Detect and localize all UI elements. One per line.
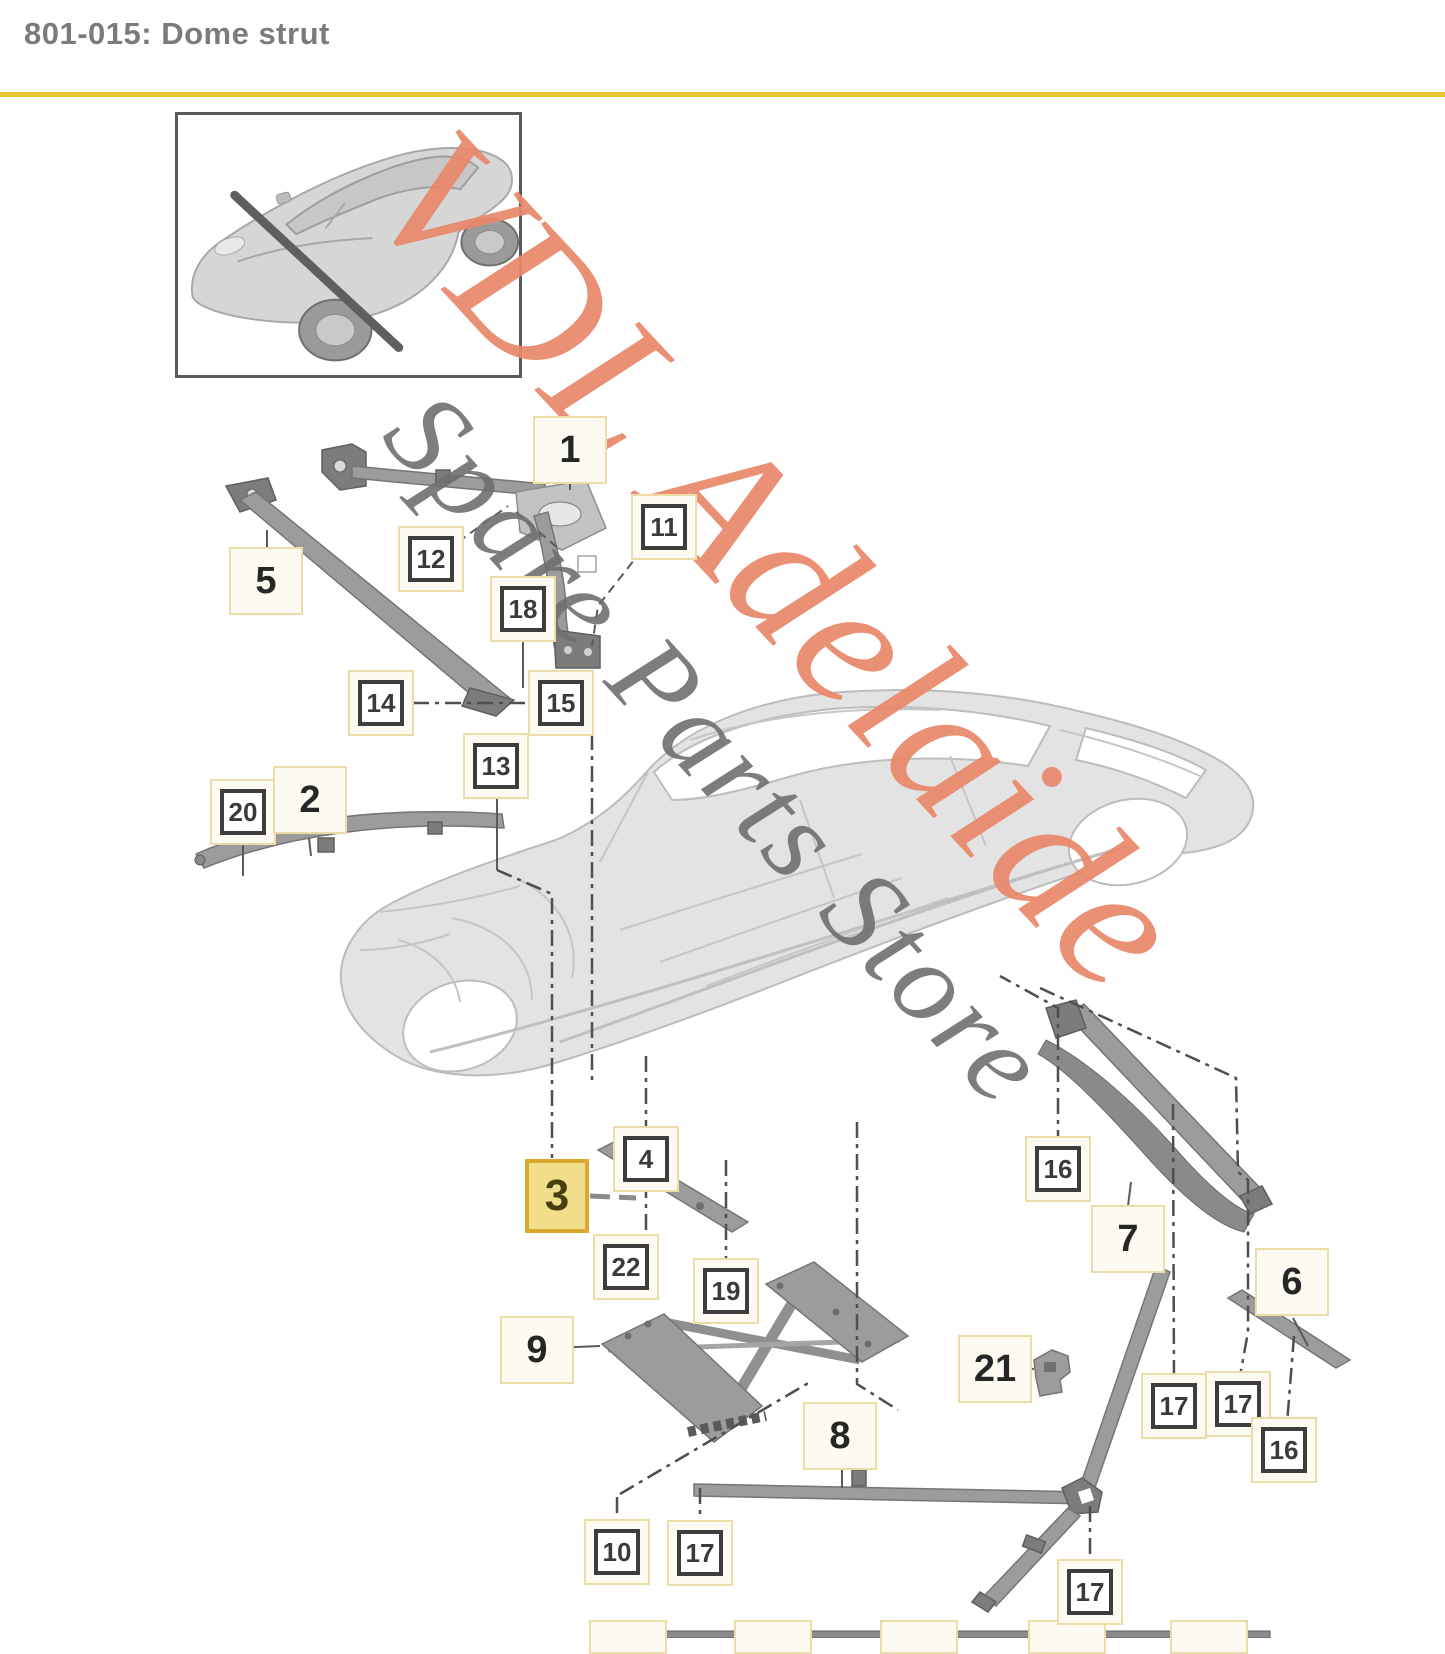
callout-number: 16 — [1261, 1427, 1307, 1473]
car-body-sketch — [339, 689, 1255, 1077]
callout-8[interactable]: 8 — [803, 1402, 877, 1470]
callout-1[interactable]: 1 — [533, 416, 607, 484]
page-title: 801-015: Dome strut — [24, 16, 330, 51]
callout-6[interactable]: 6 — [1255, 1248, 1329, 1316]
part-cross-bar — [693, 1469, 1089, 1505]
part-clamp — [1033, 1349, 1071, 1397]
callout-17a[interactable]: 17 — [1141, 1373, 1207, 1439]
callout-4[interactable]: 4 — [613, 1126, 679, 1192]
callout-3-highlighted[interactable]: 3 — [525, 1159, 589, 1233]
callout-20[interactable]: 20 — [210, 779, 276, 845]
callout-number: 3 — [525, 1159, 589, 1233]
vehicle-overview-icon — [190, 147, 520, 362]
callout-number: 6 — [1281, 1261, 1303, 1303]
title-divider — [0, 92, 1445, 97]
callout-number: 13 — [473, 743, 519, 789]
callout-11[interactable]: 11 — [631, 494, 697, 560]
callout-7[interactable]: 7 — [1091, 1205, 1165, 1273]
table-highlight-cell — [589, 1620, 667, 1654]
part-rear-y-strut — [970, 1264, 1171, 1613]
callout-number: 1 — [559, 429, 581, 471]
vehicle-thumbnail — [175, 112, 522, 378]
callout-21[interactable]: 21 — [958, 1335, 1032, 1403]
callout-number: 8 — [829, 1415, 851, 1457]
callout-9[interactable]: 9 — [500, 1316, 574, 1384]
callout-17c[interactable]: 17 — [667, 1520, 733, 1586]
callout-number: 17 — [1215, 1381, 1261, 1427]
callout-16a[interactable]: 16 — [1025, 1136, 1091, 1202]
table-highlight-cell — [1170, 1620, 1248, 1654]
callout-number: 10 — [594, 1529, 640, 1575]
callout-19[interactable]: 19 — [693, 1258, 759, 1324]
callout-2[interactable]: 2 — [273, 766, 347, 834]
callout-22[interactable]: 22 — [593, 1234, 659, 1300]
callout-number: 7 — [1117, 1218, 1139, 1260]
callout-number: 17 — [1067, 1569, 1113, 1615]
callout-number: 16 — [1035, 1146, 1081, 1192]
crossed-out-slash-icon — [230, 190, 404, 353]
callout-number: 2 — [299, 779, 321, 821]
callout-number: 5 — [255, 560, 277, 602]
callout-14[interactable]: 14 — [348, 670, 414, 736]
part-long-brace — [224, 477, 516, 717]
callout-10[interactable]: 10 — [584, 1519, 650, 1585]
callout-13[interactable]: 13 — [463, 733, 529, 799]
callout-number: 20 — [220, 789, 266, 835]
leader-lines — [242, 462, 1309, 1570]
callout-12[interactable]: 12 — [398, 526, 464, 592]
callout-15[interactable]: 15 — [528, 670, 594, 736]
callout-number: 9 — [526, 1329, 548, 1371]
callout-5[interactable]: 5 — [229, 547, 303, 615]
callout-number: 19 — [703, 1268, 749, 1314]
callout-number: 14 — [358, 680, 404, 726]
callout-17d[interactable]: 17 — [1057, 1559, 1123, 1625]
table-highlight-cell — [1028, 1620, 1106, 1654]
callout-number: 21 — [973, 1348, 1017, 1390]
callout-number: 17 — [677, 1530, 723, 1576]
callout-17b[interactable]: 17 — [1205, 1371, 1271, 1437]
callout-16b[interactable]: 16 — [1251, 1417, 1317, 1483]
callout-number: 12 — [408, 536, 454, 582]
callout-number: 11 — [641, 504, 687, 550]
callout-number: 18 — [500, 586, 546, 632]
callout-18[interactable]: 18 — [490, 576, 556, 642]
callout-number: 4 — [623, 1136, 669, 1182]
callout-number: 15 — [538, 680, 584, 726]
callout-number: 22 — [603, 1244, 649, 1290]
table-highlight-cell — [880, 1620, 958, 1654]
callout-number: 17 — [1151, 1383, 1197, 1429]
table-highlight-cell — [734, 1620, 812, 1654]
part-x-brace — [600, 1261, 910, 1443]
